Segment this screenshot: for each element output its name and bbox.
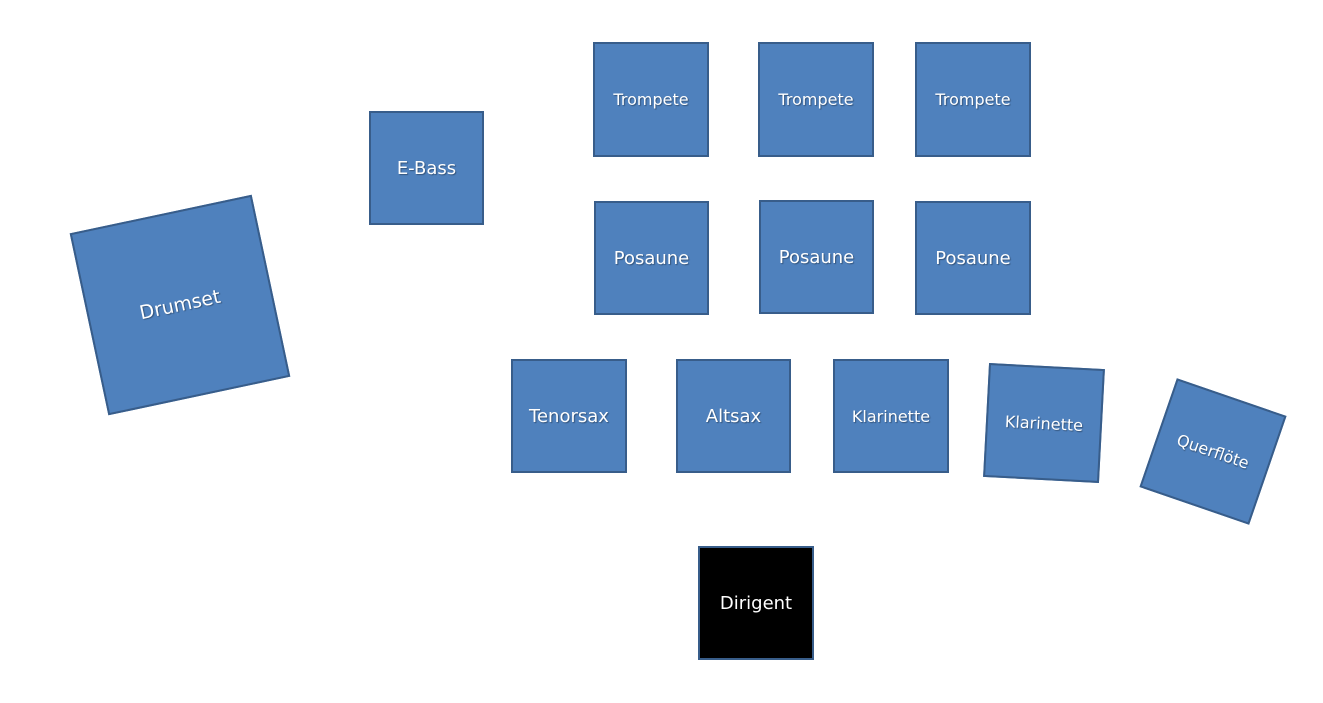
tenorsax-label: Tenorsax <box>529 405 609 427</box>
tenorsax-box: Tenorsax <box>511 359 627 473</box>
trumpet-label: Trompete <box>613 90 689 109</box>
clarinet-box-1: Klarinette <box>833 359 949 473</box>
drumset-box: Drumset <box>69 194 291 416</box>
conductor-box: Dirigent <box>698 546 814 660</box>
clarinet-label: Klarinette <box>851 406 931 426</box>
trombone-label: Posaune <box>935 247 1011 269</box>
flute-label: Querflöte <box>1174 430 1252 473</box>
e-bass-box: E-Bass <box>369 111 484 225</box>
e-bass-label: E-Bass <box>396 157 457 179</box>
trombone-label: Posaune <box>778 246 855 268</box>
trumpet-box-3: Trompete <box>915 42 1031 157</box>
trombone-box-1: Posaune <box>594 201 709 315</box>
altsax-box: Altsax <box>676 359 791 473</box>
trumpet-box-1: Trompete <box>593 42 709 157</box>
clarinet-box-2: Klarinette <box>983 363 1105 483</box>
trombone-box-3: Posaune <box>915 201 1031 315</box>
altsax-label: Altsax <box>705 405 762 427</box>
clarinet-label: Klarinette <box>1004 411 1084 435</box>
conductor-label: Dirigent <box>719 592 793 614</box>
trombone-box-2: Posaune <box>759 200 874 314</box>
trumpet-label: Trompete <box>778 90 854 109</box>
trumpet-box-2: Trompete <box>758 42 874 157</box>
trumpet-label: Trompete <box>935 90 1011 109</box>
drumset-label: Drumset <box>137 285 223 325</box>
trombone-label: Posaune <box>613 247 690 269</box>
flute-box: Querflöte <box>1139 378 1287 525</box>
